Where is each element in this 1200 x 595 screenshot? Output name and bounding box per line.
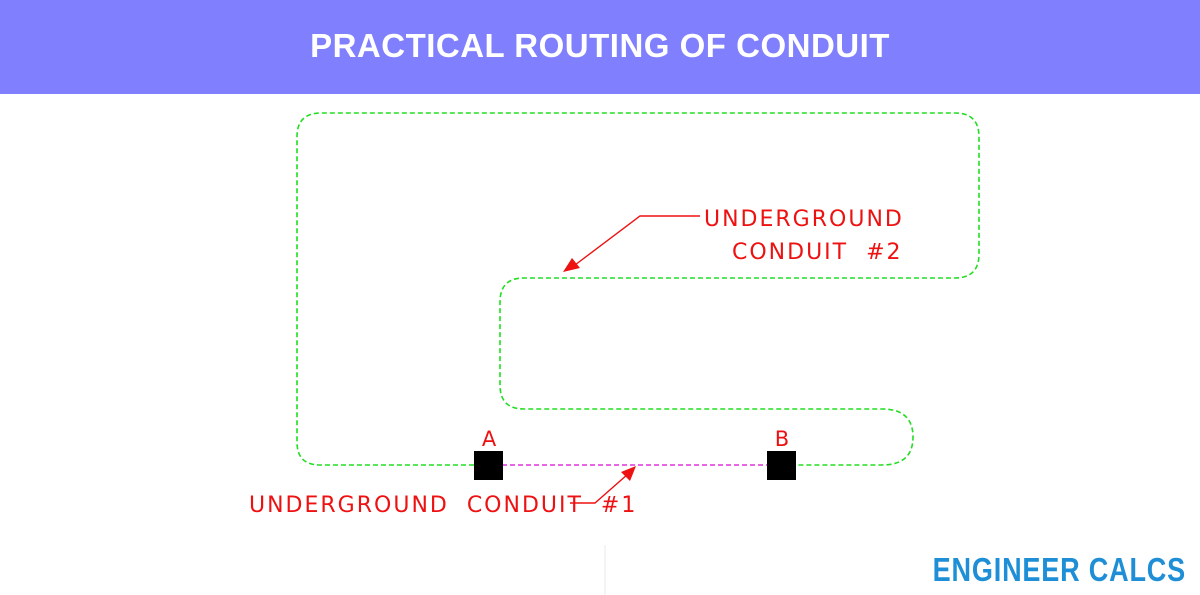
brand-word-engineer: ENGINEER — [932, 551, 1081, 588]
point-b-marker — [767, 451, 796, 480]
header-banner: PRACTICAL ROUTING OF CONDUIT — [0, 0, 1200, 94]
conduit-2-leader-line — [574, 215, 700, 266]
point-b-label: B — [775, 427, 789, 451]
conduit-2-label-line2: CONDUIT #2 — [732, 240, 903, 265]
conduit-2-label-line1: UNDERGROUND — [704, 207, 904, 232]
conduit-1-arrowhead — [621, 466, 636, 481]
conduit-1-label: UNDERGROUND CONDUIT #1 — [249, 493, 637, 518]
point-a-marker — [474, 451, 503, 480]
brand-word-calcs: CALCS — [1088, 551, 1186, 588]
conduit-2-arrowhead — [563, 258, 580, 272]
page-title: PRACTICAL ROUTING OF CONDUIT — [310, 27, 890, 64]
point-a-label: A — [482, 427, 497, 451]
conduit-1-leader-line — [570, 473, 629, 504]
underground-conduit-2-route — [296, 112, 980, 466]
